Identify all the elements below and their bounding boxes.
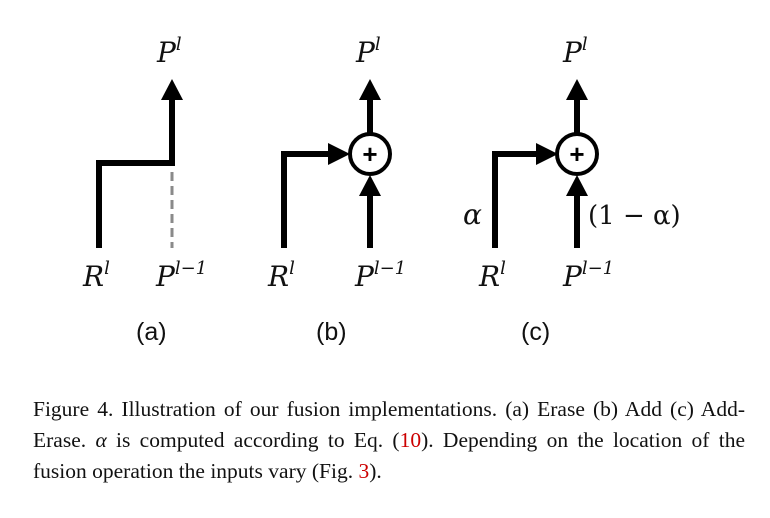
erase-path	[96, 100, 175, 248]
arrow-up-head	[359, 175, 381, 196]
weight-left-label: α	[463, 198, 482, 231]
panel-c: + α (1 − α) Pl Rl Pl−1 (c)	[463, 34, 681, 346]
panel-b: + Pl Rl Pl−1 (b)	[267, 34, 406, 346]
input-right-label: Pl−1	[562, 258, 614, 293]
plus-symbol: +	[569, 139, 584, 169]
output-label: Pl	[562, 34, 588, 69]
sublabel: (b)	[316, 318, 347, 346]
left-input-path	[492, 151, 538, 248]
figure-ref-link[interactable]: 3	[358, 459, 370, 483]
plus-symbol: +	[362, 139, 377, 169]
input-right-label: Pl−1	[155, 258, 207, 293]
input-right-label: Pl−1	[354, 258, 406, 293]
arrow-up-head	[566, 175, 588, 196]
fusion-diagram: Pl Rl Pl−1 (a) + Pl Rl Pl−1 (b) + α (1 −…	[82, 34, 681, 346]
arrow-right-head	[328, 143, 350, 165]
output-label: Pl	[156, 34, 182, 69]
equation-ref-link[interactable]: 10	[399, 428, 422, 452]
arrow-up-head	[359, 79, 381, 100]
figure-caption: Figure 4. Illustration of our fusion imp…	[33, 394, 745, 487]
arrow-up-head	[161, 79, 183, 100]
left-input-path	[281, 151, 330, 248]
sublabel: (a)	[136, 318, 167, 346]
input-left-label: Rl	[82, 258, 110, 293]
caption-text: is computed according to Eq. (	[106, 428, 400, 452]
caption-text: ).	[369, 459, 382, 483]
weight-right-label: (1 − α)	[588, 201, 681, 231]
caption-alpha: α	[95, 428, 107, 452]
output-label: Pl	[355, 34, 381, 69]
arrow-up-head	[566, 79, 588, 100]
input-left-label: Rl	[478, 258, 506, 293]
panel-a: Pl Rl Pl−1 (a)	[82, 34, 207, 346]
arrow-right-head	[536, 143, 558, 165]
input-left-label: Rl	[267, 258, 295, 293]
caption-text: ). Depending on the location of the fusi…	[33, 428, 745, 483]
sublabel: (c)	[521, 318, 550, 346]
caption-text: Figure 4. Illustration of our fusion imp…	[33, 397, 745, 452]
